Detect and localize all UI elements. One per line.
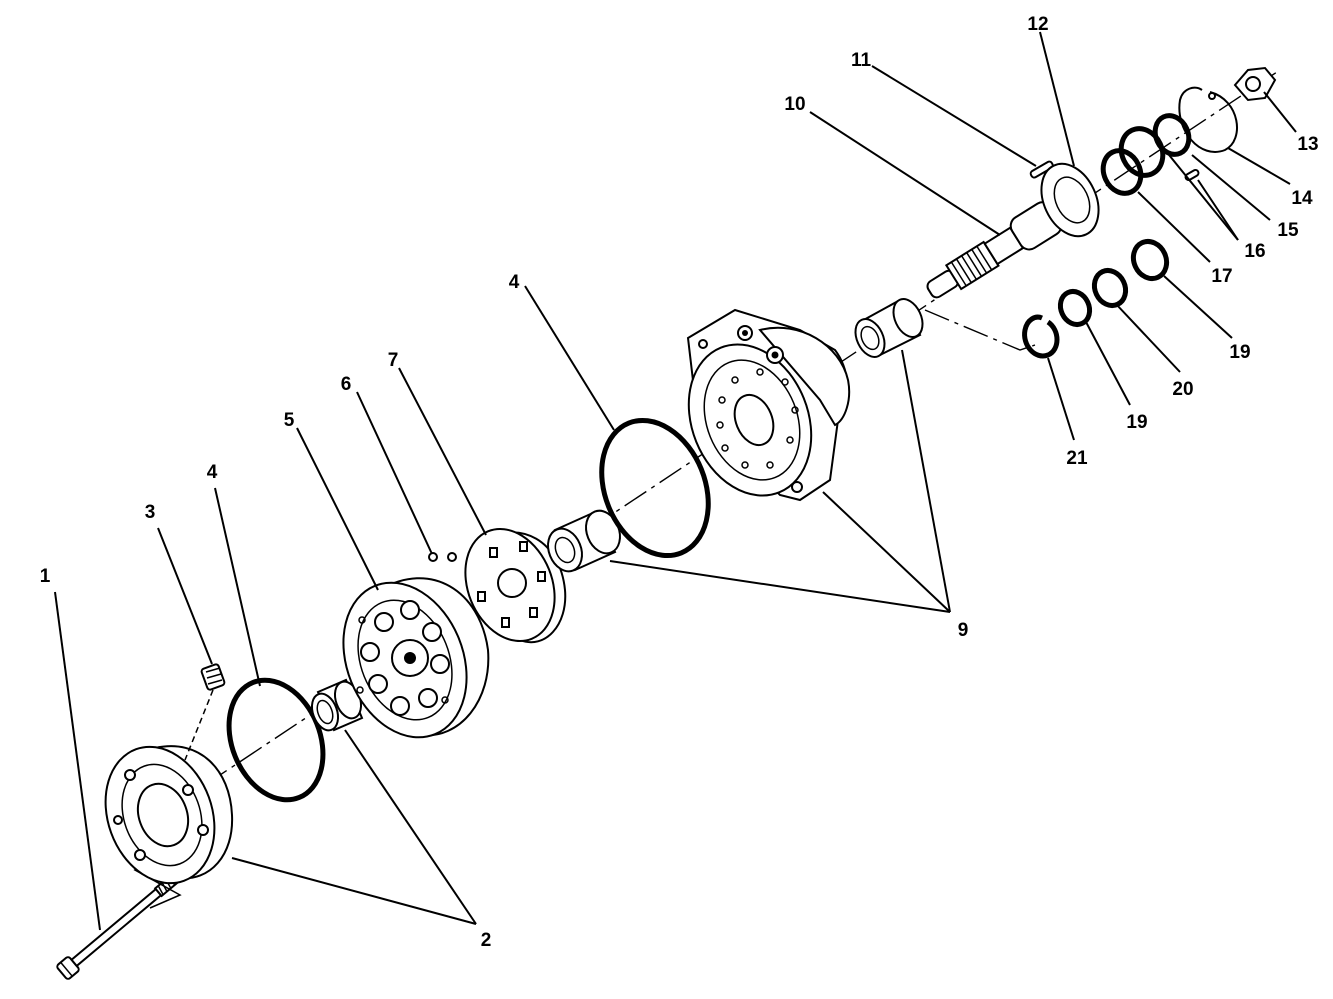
- callout-6: 6: [341, 374, 352, 395]
- callout-5: 5: [284, 410, 295, 431]
- callout-1: 1: [40, 566, 51, 587]
- part-5-geroler: [342, 577, 490, 739]
- leader-lines: [54, 31, 1297, 931]
- part-17-seal: [1100, 148, 1144, 196]
- part-20-washer: [1091, 267, 1129, 309]
- callout-19-upper: 19: [1229, 342, 1250, 363]
- callout-labels: 1 2 3 4 4 5 6 7 9 10 11 12 13 14 15 16 1…: [40, 14, 1319, 951]
- callout-10: 10: [784, 94, 805, 115]
- callout-7: 7: [388, 350, 399, 371]
- callout-21: 21: [1066, 448, 1088, 469]
- callout-3: 3: [145, 502, 156, 523]
- callout-20: 20: [1172, 379, 1193, 400]
- callout-9: 9: [958, 620, 969, 641]
- part-13-nut: [1233, 66, 1277, 102]
- part-2-end-cap: [104, 745, 234, 885]
- part-15-seal-ring: [1152, 113, 1192, 157]
- callout-16: 16: [1244, 241, 1265, 262]
- part-3-plug: [184, 663, 226, 761]
- part-6-check-balls: [428, 552, 457, 562]
- callout-15: 15: [1277, 220, 1299, 241]
- part-7-valve-plate: [464, 527, 567, 643]
- part-19-washer-upper: [1130, 239, 1170, 281]
- callout-4-lower: 4: [207, 462, 218, 483]
- part-9-shaft-bearing: [854, 298, 924, 358]
- part-4-o-ring-lower: [226, 677, 326, 803]
- callout-12: 12: [1027, 14, 1048, 35]
- part-11-key: [1029, 160, 1054, 179]
- part-12-thrust-washer: [1040, 162, 1100, 238]
- part-9-spacer: [547, 509, 621, 573]
- callout-2: 2: [481, 930, 492, 951]
- part-14-retaining-ring: [1178, 86, 1238, 153]
- part-4-o-ring-upper: [599, 417, 711, 559]
- callout-4-upper: 4: [509, 272, 520, 293]
- part-19-washer-lower: [1057, 288, 1093, 328]
- callout-14: 14: [1291, 188, 1313, 209]
- callout-17: 17: [1211, 266, 1232, 287]
- part-9-housing: [686, 308, 851, 502]
- callout-19-lower: 19: [1126, 412, 1147, 433]
- part-21-snap-ring: [1022, 314, 1060, 359]
- callout-13: 13: [1297, 134, 1318, 155]
- callout-11: 11: [851, 50, 872, 71]
